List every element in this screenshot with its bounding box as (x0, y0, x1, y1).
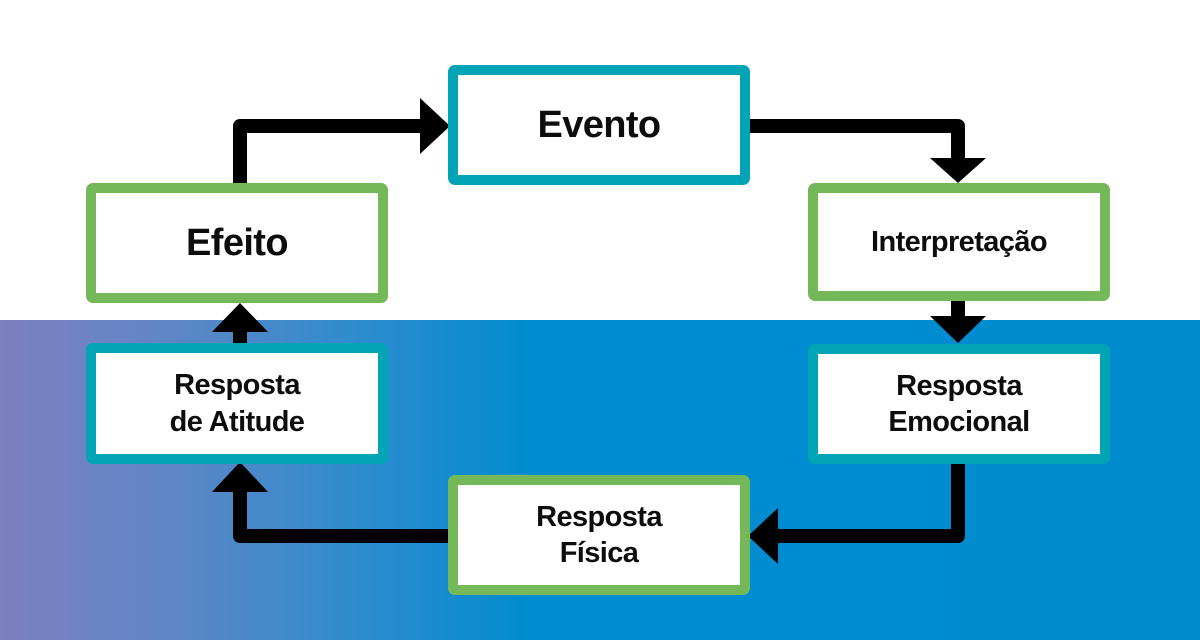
node-efeito: Efeito (86, 183, 388, 303)
node-resposta-emocional-line-2: Emocional (888, 406, 1030, 438)
arrowhead-evento (420, 98, 450, 154)
node-resposta-emocional: Resposta Emocional (808, 344, 1110, 464)
arrowhead-fisica (748, 508, 778, 564)
arrow-evento-interpretacao (750, 119, 965, 158)
arrowhead-efeito (212, 303, 268, 332)
node-resposta-fisica: Resposta Física (448, 475, 750, 595)
arrowhead-atitude (212, 462, 268, 492)
node-resposta-fisica-line-1: Resposta (536, 500, 662, 533)
node-resposta-emocional-line-1: Resposta (896, 369, 1022, 402)
arrowhead-interpretacao (930, 158, 986, 183)
node-evento-label: Evento (537, 103, 661, 146)
node-interpretacao-label: Interpretação (871, 225, 1048, 258)
arrowhead-emocional (930, 316, 986, 343)
node-resposta-atitude-line-2: de Atitude (169, 405, 305, 438)
node-resposta-atitude-line-1: Resposta (174, 369, 300, 402)
node-efeito-label: Efeito (186, 221, 289, 264)
arrow-emocional-fisica (778, 464, 965, 543)
arrow-fisica-atitude (233, 492, 448, 543)
node-interpretacao: Interpretação (808, 183, 1110, 301)
node-resposta-fisica-line-2: Física (559, 537, 639, 569)
node-resposta-atitude: Resposta de Atitude (86, 343, 388, 464)
node-evento: Evento (448, 65, 750, 185)
arrow-efeito-evento (233, 119, 422, 183)
